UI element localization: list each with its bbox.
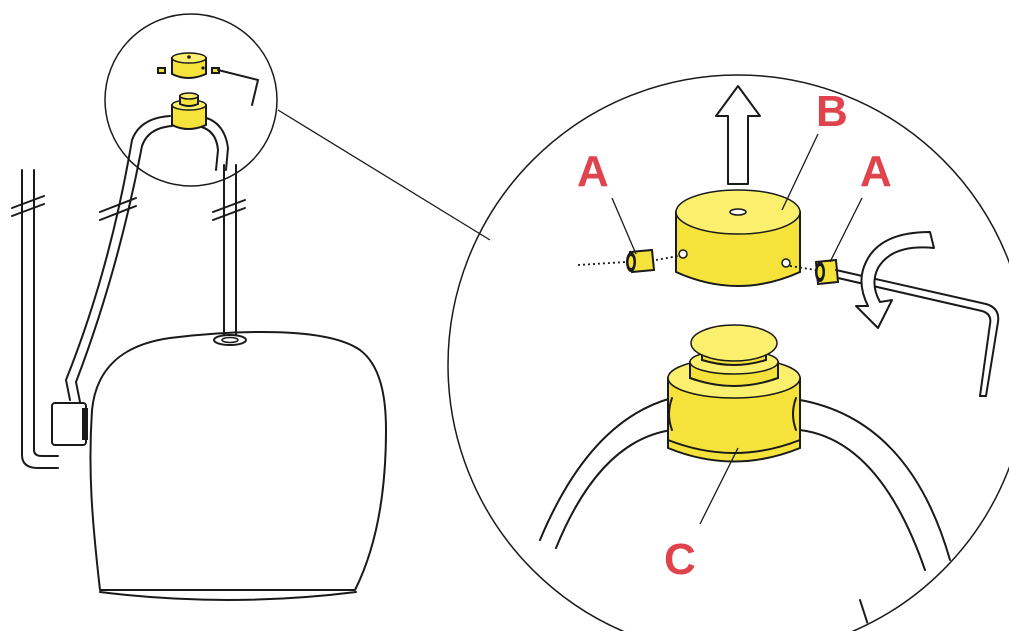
label-a-left: A [577,147,609,196]
label-c: C [664,535,696,584]
set-screw-left [626,248,656,274]
leader-a-left [611,197,637,255]
detail-circle-small [104,13,278,187]
detail-arc-wire [539,397,951,631]
label-b: B [816,87,848,136]
leader-c [699,447,739,525]
suspension-rod [11,169,59,469]
set-screw-right [814,258,840,286]
lamp-overview [11,13,491,601]
curved-rotate-arrow-icon [855,231,935,329]
zoom-line-top [277,109,491,241]
part-b-cap [675,189,801,287]
center-cord [212,164,247,346]
part-c-base [667,324,801,463]
align-line-left [577,255,679,266]
arc-wire [65,115,229,403]
hex-key [835,269,1000,397]
leader-b [781,133,819,211]
lamp-shade [89,331,387,591]
align-line-right [789,265,817,271]
leader-a-right [829,197,863,263]
detail-view: A A B C [447,74,1009,631]
label-a-right: A [860,147,892,196]
side-connector [51,402,88,446]
up-arrow-icon [715,85,761,185]
small-parts [157,52,259,130]
zoom-line-bottom [250,160,468,310]
detail-circle-large [447,74,1009,631]
